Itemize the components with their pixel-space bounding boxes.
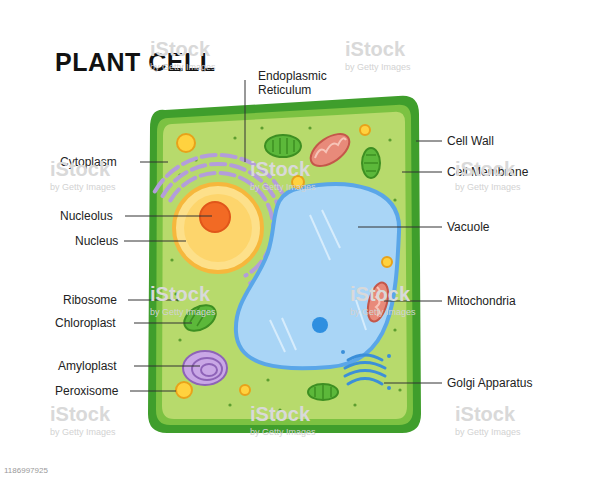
ribosome-dots-part [170, 258, 173, 261]
watermark-text: by Getty Images [350, 307, 416, 317]
vacuole-part [270, 210, 366, 352]
ribosome-dots-part [393, 328, 396, 331]
cell-membrane-part [156, 105, 413, 425]
part-label: Vacuole [447, 220, 489, 234]
ribosome-dots-part [393, 198, 396, 201]
watermark-text: by Getty Images [345, 62, 411, 72]
mitochondria-part [315, 138, 346, 158]
ribosome-dots-part [266, 378, 269, 381]
watermark-text: by Getty Images [250, 427, 316, 437]
part-label: Peroxisome [55, 384, 118, 398]
golgi-apparatus-part [345, 371, 385, 377]
peroxisome-part [240, 385, 250, 395]
watermark-logo: iStock [455, 158, 515, 181]
amyloplast-part [183, 351, 227, 385]
chloroplast-part [180, 300, 220, 336]
leader-lines-part [140, 162, 168, 163]
watermark-text: by Getty Images [150, 307, 216, 317]
cytoplasm-part [162, 112, 407, 419]
golgi-apparatus-part [341, 350, 345, 354]
watermark-logo: iStock [150, 38, 210, 61]
peroxisome [176, 125, 392, 398]
ribosome-dots-part [233, 136, 236, 139]
watermark-logo: iStock [50, 403, 110, 426]
golgi-apparatus-part [387, 386, 391, 390]
ribosome-dots-part [353, 403, 356, 406]
leader-lines-part [134, 366, 200, 367]
golgi-apparatus-part [348, 355, 382, 360]
amyloplast-part [201, 364, 217, 376]
peroxisome-part [176, 382, 192, 398]
part-label: Golgi Apparatus [447, 376, 532, 390]
vacuole-part [236, 184, 399, 368]
cell-membrane [156, 105, 413, 425]
nucleus-part [184, 194, 252, 262]
nucleolus [200, 202, 230, 232]
watermark-logo: iStock [455, 403, 515, 426]
ribosome-dots-part [178, 338, 181, 341]
part-label: Nucleolus [60, 209, 113, 223]
golgi-apparatus-part [345, 363, 385, 369]
leader-lines-part [130, 391, 176, 392]
leader-lines-part [134, 323, 192, 324]
ribosome-dots [170, 126, 401, 411]
cell-wall [148, 96, 421, 433]
ribosome-dots-part [228, 403, 231, 406]
vacuole-part [312, 317, 328, 333]
golgi-apparatus-part [348, 379, 382, 385]
nucleolus-part [200, 202, 230, 232]
leader-lines-part [358, 227, 442, 228]
chloroplast-part [265, 135, 301, 157]
part-label: Amyloplast [58, 359, 117, 373]
part-label: Nucleus [75, 234, 118, 248]
amyloplast-part [192, 358, 222, 380]
watermark-logo: iStock [150, 283, 210, 306]
ribosome-dots-part [260, 126, 263, 129]
golgi-apparatus [341, 350, 391, 390]
ribosome-dots-part [308, 126, 311, 129]
part-label: Ribosome [63, 293, 117, 307]
peroxisome-part [360, 125, 370, 135]
nucleus [174, 184, 262, 272]
golgi-apparatus-part [387, 354, 391, 358]
leader-lines-part [125, 216, 212, 217]
part-label: Cell Wall [447, 134, 494, 148]
watermark-text: by Getty Images [455, 182, 521, 192]
watermark-text: by Getty Images [50, 182, 116, 192]
watermark-logo: iStock [250, 158, 310, 181]
watermark-logo: iStock [250, 403, 310, 426]
nucleus-part [174, 184, 262, 272]
leader-lines-part [124, 241, 186, 242]
part-label: Chloroplast [55, 316, 116, 330]
watermark-text: by Getty Images [150, 62, 216, 72]
watermark-text: by Getty Images [455, 427, 521, 437]
peroxisome-part [382, 257, 392, 267]
leader-lines-part [384, 383, 442, 384]
ribosome-dots-part [398, 388, 401, 391]
amyloplast [183, 351, 227, 385]
part-label: Mitochondria [447, 294, 516, 308]
watermark-logo: iStock [50, 158, 110, 181]
watermark-text: by Getty Images [50, 427, 116, 437]
leader-lines-part [416, 141, 442, 142]
leader-lines-part [245, 80, 246, 162]
leader-lines-part [402, 172, 442, 173]
watermark-text: by Getty Images [250, 182, 316, 192]
image-id: 1186997925 [4, 466, 48, 475]
vacuole [236, 184, 399, 368]
watermark-logo: iStock [345, 38, 405, 61]
mitochondria-part [305, 128, 355, 173]
leader-lines [124, 80, 442, 391]
peroxisome-part [177, 134, 195, 152]
part-label: Endoplasmic Reticulum [258, 69, 340, 97]
watermark-logo: iStock [350, 283, 410, 306]
ribosome-dots-part [388, 138, 391, 141]
cytoplasm [162, 112, 407, 419]
cell-wall-part [148, 96, 421, 433]
